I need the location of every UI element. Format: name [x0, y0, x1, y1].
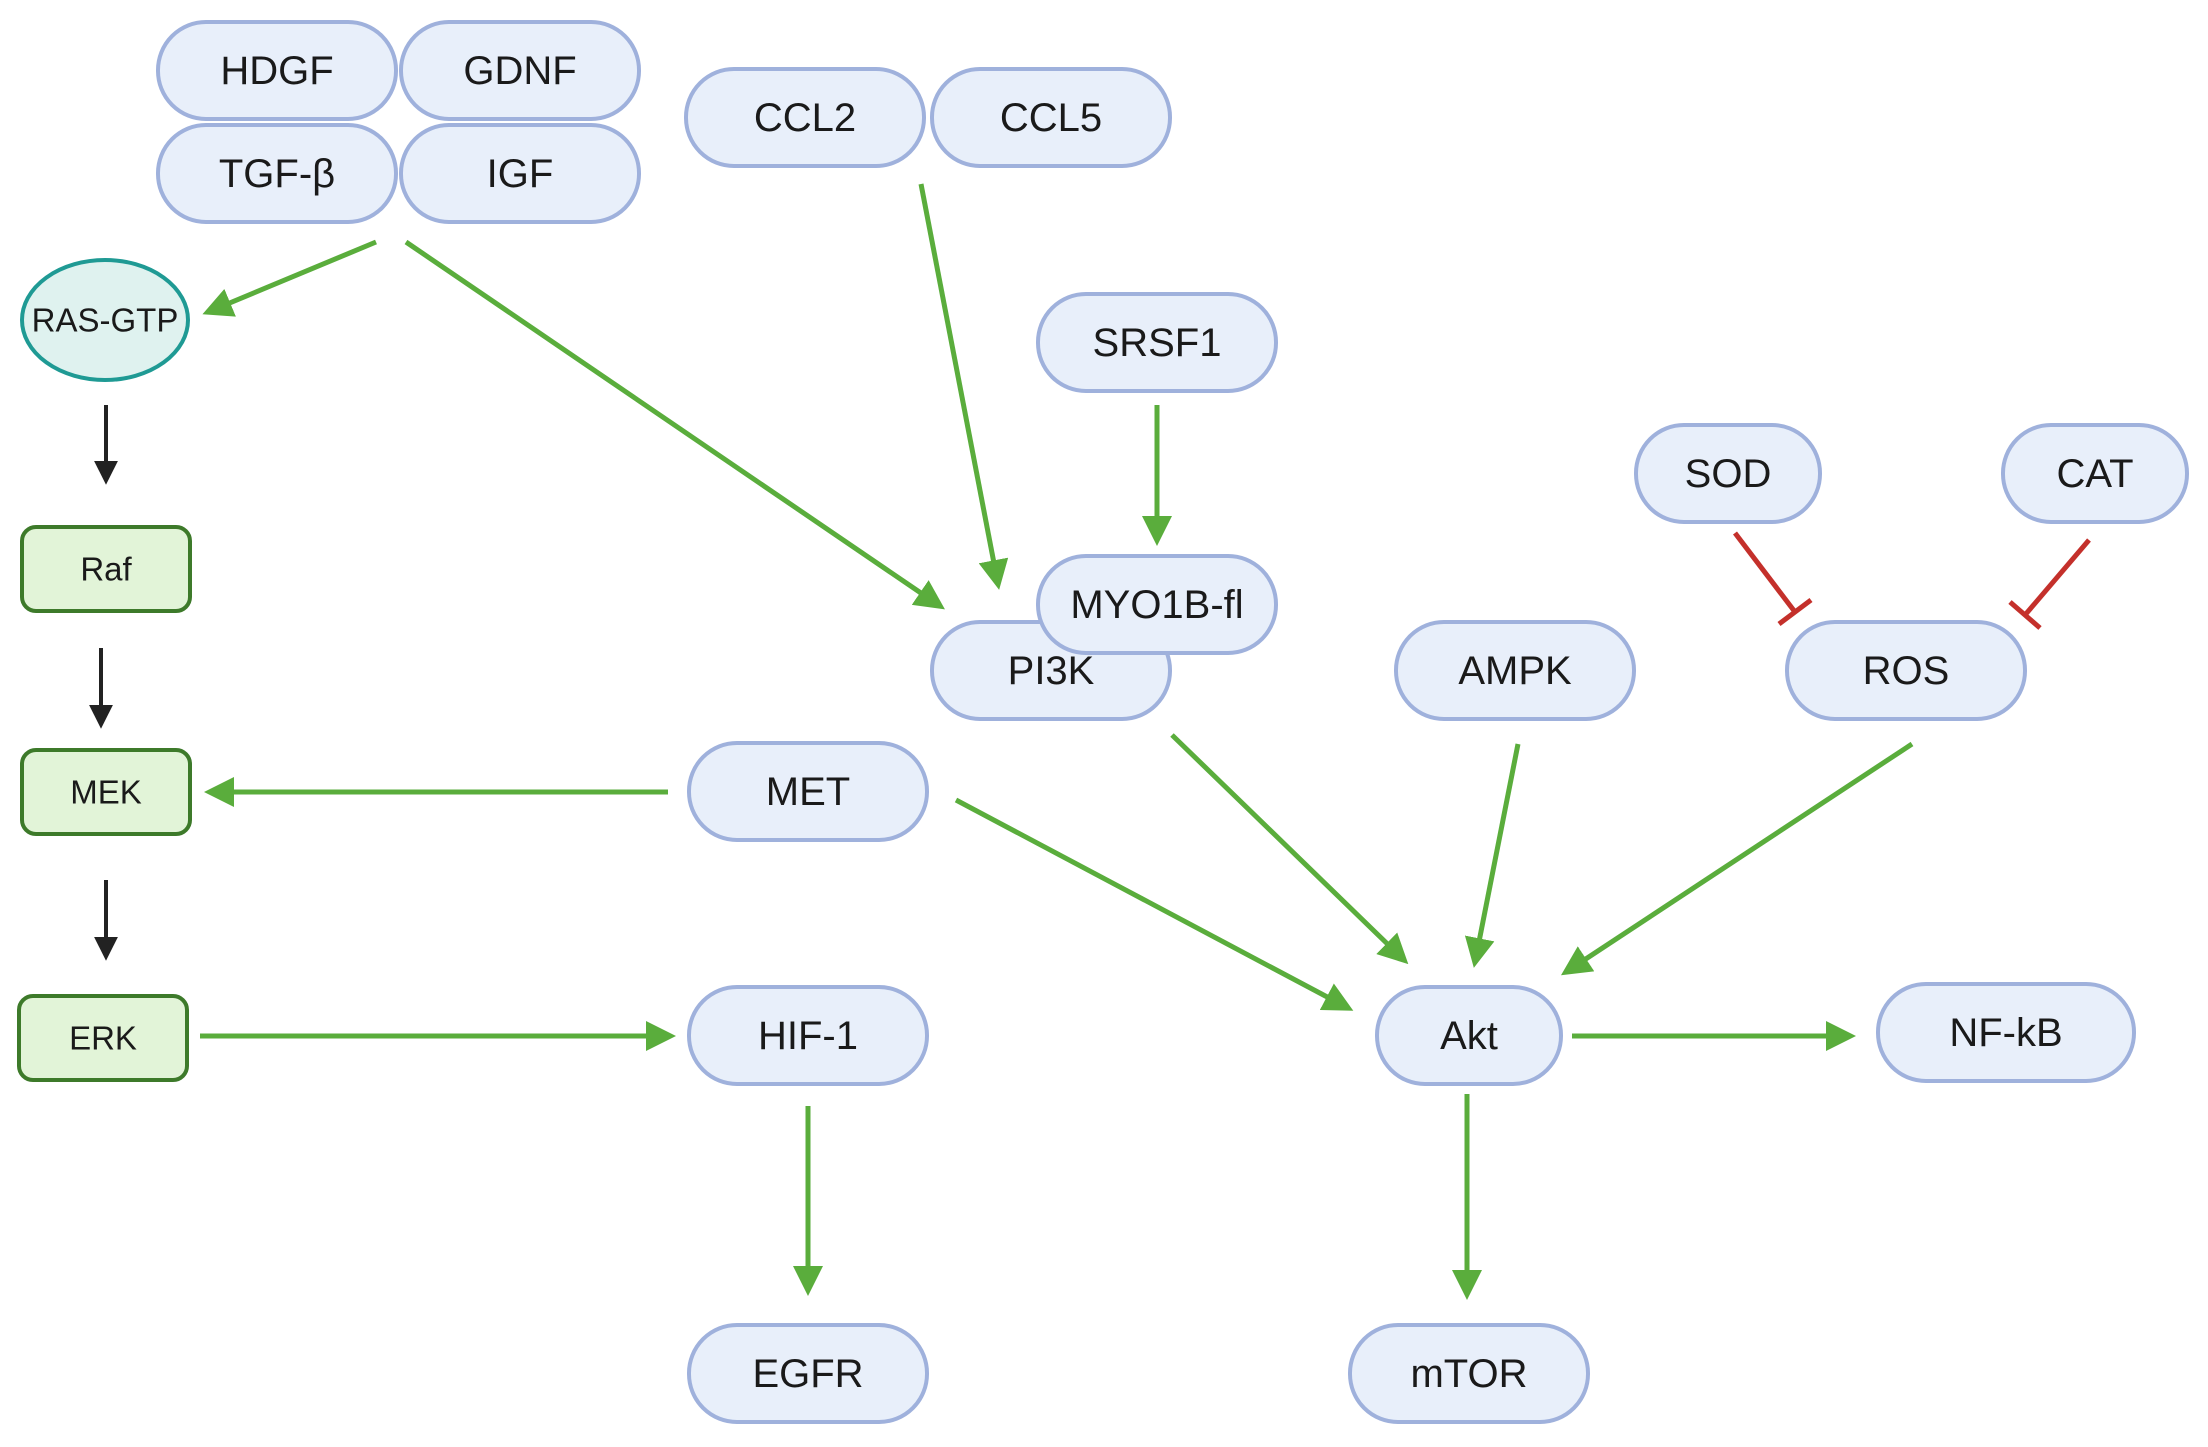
node-akt-label: Akt: [1440, 1014, 1498, 1058]
node-hdgf: HDGF: [156, 20, 398, 121]
edge-ccl2-pi3k: [918, 183, 1009, 590]
edges: [89, 183, 2091, 1300]
node-gdnf: GDNF: [399, 20, 641, 121]
edge-cat-inhibits-ros: [2008, 538, 2091, 630]
edge-met-akt: [954, 797, 1354, 1011]
edge-growthfactors-pi3k: [404, 239, 945, 610]
node-raf-label: Raf: [80, 551, 132, 588]
node-hif1: HIF-1: [687, 985, 929, 1086]
node-igf-label: IGF: [487, 152, 554, 196]
node-ccl2-label: CCL2: [754, 96, 856, 140]
node-myo1b-fl: MYO1B-fl: [1036, 554, 1278, 655]
node-hdgf-label: HDGF: [220, 49, 333, 93]
node-egfr-label: EGFR: [752, 1352, 863, 1396]
node-srsf1: SRSF1: [1036, 292, 1278, 393]
node-ccl5-label: CCL5: [1000, 96, 1102, 140]
node-met-label: MET: [766, 770, 850, 814]
node-ampk: AMPK: [1394, 620, 1636, 721]
nodes: HDGF GDNF TGF-β IGF CCL2 CCL5 SRSF1: [17, 20, 2189, 1424]
node-erk: ERK: [17, 994, 189, 1082]
edge-pi3k-akt: [1170, 733, 1409, 965]
node-ras-gtp-label: RAS-GTP: [32, 302, 179, 339]
node-nfkb-label: NF-kB: [1949, 1011, 2062, 1055]
node-cat: CAT: [2001, 423, 2189, 524]
node-sod: SOD: [1634, 423, 1822, 524]
node-ccl2: CCL2: [684, 67, 926, 168]
node-sod-label: SOD: [1685, 452, 1772, 496]
node-mek-label: MEK: [70, 774, 142, 811]
node-raf: Raf: [20, 525, 192, 613]
node-igf: IGF: [399, 123, 641, 224]
node-met: MET: [687, 741, 929, 842]
node-mtor-label: mTOR: [1410, 1352, 1527, 1396]
node-mek: MEK: [20, 748, 192, 836]
node-tgfb-label: TGF-β: [219, 152, 335, 196]
node-erk-label: ERK: [69, 1020, 137, 1057]
node-hif1-label: HIF-1: [758, 1014, 858, 1058]
node-myo1b-fl-label: MYO1B-fl: [1070, 583, 1243, 627]
node-cat-label: CAT: [2056, 452, 2133, 496]
node-egfr: EGFR: [687, 1323, 929, 1424]
node-akt: Akt: [1375, 985, 1563, 1086]
node-ros-label: ROS: [1863, 649, 1950, 693]
node-ampk-label: AMPK: [1458, 649, 1572, 693]
node-ros: ROS: [1785, 620, 2027, 721]
node-ccl5: CCL5: [930, 67, 1172, 168]
node-nfkb: NF-kB: [1876, 982, 2136, 1083]
edge-ampk-akt: [1464, 743, 1521, 968]
node-tgfb: TGF-β: [156, 123, 398, 224]
node-gdnf-label: GDNF: [463, 49, 576, 93]
edge-ros-akt: [1560, 741, 1914, 976]
node-srsf1-label: SRSF1: [1093, 321, 1222, 365]
node-pi3k-label: PI3K: [1008, 649, 1095, 693]
edge-growthfactors-ras: [202, 239, 377, 317]
edge-sod-inhibits-ros: [1733, 531, 1813, 626]
node-ras-gtp: RAS-GTP: [20, 258, 190, 382]
node-mtor: mTOR: [1348, 1323, 1590, 1424]
